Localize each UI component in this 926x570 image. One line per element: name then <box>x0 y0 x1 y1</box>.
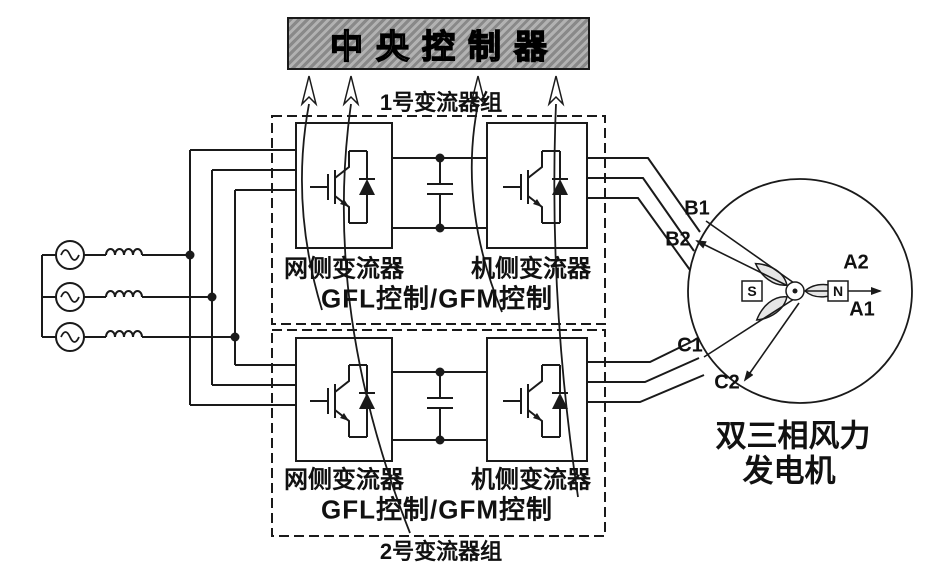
grid-side-converter-2-box <box>295 337 393 462</box>
ac-source-icon <box>55 322 85 352</box>
generator-caption-line2: 发电机 <box>742 453 836 489</box>
grid-side-converter-1-label: 网侧变流器 <box>284 255 404 283</box>
terminal-b1-label: B1 <box>684 197 710 220</box>
machine-side-converter-2-label: 机侧变流器 <box>471 466 591 494</box>
ac-source-icon <box>55 282 85 312</box>
machine-phase-lines <box>587 157 705 403</box>
machine-side-converter-1-label: 机侧变流器 <box>471 255 591 283</box>
generator-drawing <box>687 178 913 404</box>
north-pole-label: N <box>832 283 844 299</box>
terminal-b2-label: B2 <box>665 228 691 251</box>
terminal-c1-label: C1 <box>677 334 703 357</box>
junction-dot <box>435 223 445 233</box>
junction-dot <box>435 435 445 445</box>
control-mode-2-label: GFL控制/GFM控制 <box>321 494 553 525</box>
machine-side-converter-2-box <box>486 337 588 462</box>
control-signal-arrows <box>300 75 579 534</box>
terminal-a2-label: A2 <box>843 251 869 274</box>
grid-source-circuit <box>41 149 296 406</box>
converter-group-1-title: 1号变流器组 <box>379 90 503 115</box>
junction-dot <box>185 250 195 260</box>
inductor-icon <box>105 248 143 256</box>
converter-group-1-frame <box>271 115 606 325</box>
arrowhead-icon <box>300 75 565 107</box>
inductor-icon <box>105 330 143 338</box>
junction-dot <box>230 332 240 342</box>
south-pole-label: S <box>747 283 757 299</box>
central-controller: 中央控制器 <box>287 17 590 70</box>
junction-dot <box>435 153 445 163</box>
converter-group-2-frame <box>271 329 606 537</box>
grid-side-converter-2-label: 网侧变流器 <box>284 466 404 494</box>
central-controller-label: 中央控制器 <box>329 27 560 65</box>
junction-dot <box>207 292 217 302</box>
inductor-icon <box>105 290 143 298</box>
dc-link-2 <box>392 367 487 445</box>
junction-dot <box>435 367 445 377</box>
converter-group-2-title: 2号变流器组 <box>379 539 503 564</box>
north-pole-box <box>827 280 849 302</box>
terminal-a1-label: A1 <box>849 298 875 321</box>
ac-source-icon <box>55 240 85 270</box>
control-mode-1-label: GFL控制/GFM控制 <box>321 283 553 314</box>
machine-side-converter-1-box <box>486 122 588 249</box>
dc-link-1 <box>392 153 487 233</box>
terminal-c2-label: C2 <box>714 371 740 394</box>
south-pole-box <box>741 280 763 302</box>
generator-caption-line1: 双三相风力 <box>715 418 871 454</box>
